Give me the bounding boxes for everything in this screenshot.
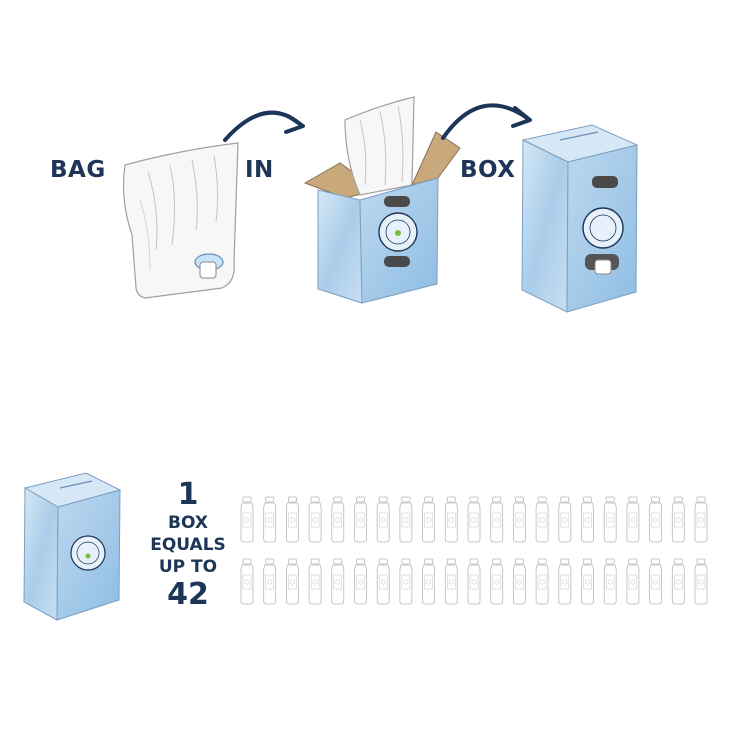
bottle-icon (263, 558, 277, 605)
step-label-in: IN (245, 157, 274, 183)
bottle-icon (308, 558, 322, 605)
bottle-icon (649, 558, 662, 605)
closed-box-icon (521, 124, 639, 313)
bottle-icon (240, 558, 254, 605)
bottle-icon (535, 496, 549, 543)
curved-arrow-icon (441, 103, 532, 140)
curved-arrow-icon (223, 110, 305, 142)
bottle-icon (558, 558, 572, 605)
equivalence-line-1: BOX (168, 513, 208, 533)
bottle-icon (467, 496, 481, 543)
bottle-grid (240, 496, 708, 605)
step-label-bag: BAG (50, 157, 106, 183)
closed-box-icon (23, 472, 122, 621)
bottle-icon (581, 496, 594, 543)
bottle-icon (581, 558, 594, 605)
bottle-icon (285, 496, 299, 543)
bottle-icon (626, 496, 640, 543)
bottle-icon (376, 558, 390, 605)
bottle-icon (558, 496, 572, 543)
bottle-icon (422, 558, 436, 605)
bottle-icon (603, 558, 617, 605)
equivalence-line-2: EQUALS (150, 535, 226, 555)
bottle-icon (535, 558, 549, 605)
bottle-icon (444, 558, 458, 605)
bottle-icon (331, 496, 345, 543)
equivalence-text: 1 BOX EQUALS UP TO 42 (148, 478, 228, 612)
bottle-icon (354, 558, 367, 605)
open-box-icon (303, 96, 461, 304)
bottle-icon (308, 496, 322, 543)
bottle-icon (285, 558, 299, 605)
box-count: 1 (177, 477, 199, 512)
bottle-icon (467, 558, 481, 605)
bottle-icon (490, 558, 504, 605)
bottle-icon (649, 496, 662, 543)
bottle-icon (626, 558, 640, 605)
bottle-icon (444, 496, 458, 543)
bottle-icon (376, 496, 390, 543)
bottle-icon (331, 558, 345, 605)
bottle-icon (263, 496, 277, 543)
bottle-icon (603, 496, 617, 543)
bottle-icon (671, 558, 685, 605)
bottle-icon (399, 558, 413, 605)
equivalence-line-3: UP TO (158, 557, 218, 577)
bottle-icon (422, 496, 436, 543)
bottle-icon (513, 496, 526, 543)
bottle-icon (240, 496, 254, 543)
bottle-icon (694, 496, 708, 543)
bottle-count: 42 (167, 577, 209, 612)
bag-icon (122, 142, 239, 299)
step-label-box: BOX (460, 157, 516, 183)
bottle-icon (354, 496, 367, 543)
bottle-icon (671, 496, 685, 543)
bottle-icon (513, 558, 526, 605)
bottle-icon (399, 496, 413, 543)
bottle-icon (694, 558, 708, 605)
bottle-icon (490, 496, 504, 543)
